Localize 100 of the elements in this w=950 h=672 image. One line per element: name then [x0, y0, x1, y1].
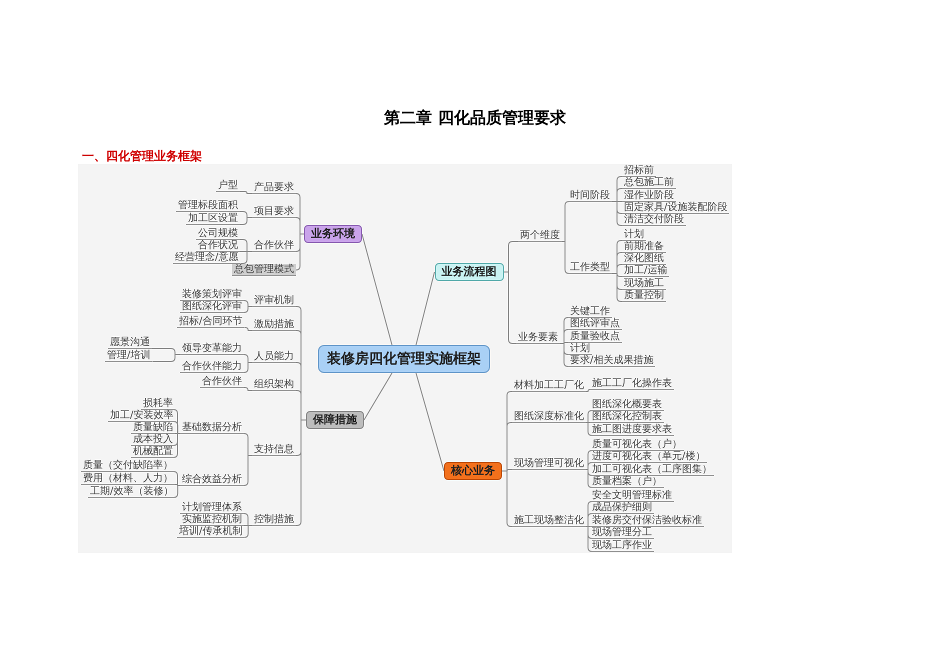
- topic-text: 前期准备: [622, 241, 666, 253]
- topic-text: 激励措施: [252, 319, 296, 331]
- topic-text: 组织架构: [252, 379, 296, 391]
- connector-line: [586, 469, 592, 488]
- topic-text: 计划: [622, 229, 646, 241]
- topic-text: 人员能力: [252, 351, 296, 363]
- topic-text: 计划: [568, 343, 592, 355]
- connector-line: [152, 354, 180, 362]
- connector-line: [612, 201, 622, 226]
- topic-text: 项目要求: [252, 206, 296, 218]
- topic-text: 招标前: [622, 165, 656, 177]
- topic-text: 现场施工: [622, 278, 666, 290]
- connector-line: [562, 201, 570, 242]
- topic-text: 支持信息: [252, 444, 296, 456]
- connector-line: [586, 422, 590, 423]
- topic-text: 费用（材料、人力）: [81, 473, 175, 485]
- connector-line: [296, 420, 306, 526]
- topic-text: 图纸评审点: [568, 318, 622, 330]
- connector-line: [174, 484, 180, 486]
- topic-text: 领导变革能力: [180, 343, 244, 355]
- topic-text: 机械配置: [131, 446, 175, 458]
- topic-text: 损耗率: [141, 398, 175, 410]
- topic-text: 加工可视化表（工序图集）: [590, 464, 714, 476]
- connector-line: [586, 513, 592, 527]
- connector-line: [244, 387, 252, 391]
- connector-line: [173, 433, 180, 458]
- connector-line: [240, 217, 252, 225]
- topic-text: 产品要求: [252, 182, 296, 194]
- connector-line: [612, 273, 622, 302]
- connector-line: [586, 389, 590, 392]
- connector-line: [244, 327, 252, 331]
- topic-text: 质量可视化表（户）: [590, 439, 684, 451]
- topic-text: 质量（交付缺陷率）: [81, 460, 175, 472]
- connector-line: [244, 306, 252, 313]
- topic-text: 施工现场整洁化: [512, 515, 586, 527]
- connector-line: [173, 421, 180, 434]
- topic-text: 装修房交付保洁验收标准: [590, 515, 704, 527]
- topic-text: 合作伙伴: [252, 240, 296, 252]
- topic-text: 材料加工工厂化: [512, 380, 586, 392]
- topic-text: 管理标段面积: [176, 200, 240, 212]
- connector-line: [502, 470, 512, 527]
- topic-text: 要求/相关成果措施: [568, 355, 656, 367]
- connector-line: [416, 272, 435, 346]
- topic-text: 评审机制: [252, 295, 296, 307]
- topic-text: 合作伙伴能力: [180, 361, 244, 373]
- topic-text: 成品保护细则: [590, 502, 654, 514]
- topic-text: 经营理念/意愿: [173, 252, 240, 264]
- topic-box: 总包管理模式: [232, 264, 296, 276]
- connector-line: [586, 462, 592, 470]
- topic-text: 管理/培训: [105, 350, 152, 362]
- topic-text: 愿景沟通: [108, 337, 152, 349]
- topic-text: 现场工序作业: [590, 540, 654, 552]
- topic-text: 合作状况: [196, 240, 240, 252]
- topic-text: 质量档案（户）: [590, 476, 664, 488]
- connector-line: [240, 191, 252, 194]
- connector-line: [562, 241, 570, 274]
- topic-text: 图纸深化评审: [180, 301, 244, 313]
- topic-text: 户型: [216, 180, 240, 192]
- mindmap-root-box: 装修房四化管理实施框架: [318, 345, 490, 373]
- topic-text: 现场管理分工: [590, 527, 654, 539]
- topic-text: 综合效益分析: [180, 474, 244, 486]
- topic-text: 公司规模: [196, 228, 240, 240]
- connector-line: [503, 272, 516, 344]
- topic-text: 加工区设置: [186, 213, 240, 225]
- topic-text: 成本投入: [131, 434, 175, 446]
- topic-text: 现场管理可视化: [512, 458, 586, 470]
- page-title: 第二章 四化品质管理要求: [383, 108, 567, 129]
- topic-text: 质量缺陷: [131, 422, 175, 434]
- topic-text: 业务要素: [516, 332, 560, 344]
- topic-text: 加工/运输: [622, 265, 670, 277]
- topic-text: 图纸深度标准化: [512, 411, 586, 423]
- topic-text: 质量控制: [622, 290, 666, 302]
- connector-line: [173, 485, 180, 498]
- topic-text: 关键工作: [568, 306, 612, 318]
- connector-line: [416, 372, 444, 472]
- topic-text: 进度可视化表（单元/楼）: [590, 451, 708, 463]
- connector-line: [586, 526, 590, 527]
- connector-line: [586, 422, 592, 436]
- connector-line: [364, 372, 392, 420]
- topic-text: 总包施工前: [622, 177, 676, 189]
- connector-line: [240, 251, 252, 264]
- topic-text: 施工图进度要求表: [590, 424, 674, 436]
- topic-text: 加工/安装效率: [108, 410, 176, 422]
- branch-box: 业务环境: [304, 225, 362, 243]
- topic-text: 深化图纸: [622, 253, 666, 265]
- section-heading: 一、四化管理业务框架: [82, 148, 202, 165]
- topic-text: 培训/传承机制: [177, 526, 244, 538]
- topic-text: 图纸深化概要表: [590, 399, 664, 411]
- topic-text: 施工工厂化操作表: [590, 378, 674, 390]
- topic-text: 合作伙伴: [200, 376, 244, 388]
- topic-text: 装修策划评审: [180, 289, 244, 301]
- topic-text: 工作类型: [568, 262, 612, 274]
- topic-text: 湿作业阶段: [622, 190, 676, 202]
- connector-line: [586, 410, 592, 423]
- topic-text: 安全文明管理标准: [590, 490, 674, 502]
- topic-text: 固定家具/设施装配阶段: [622, 202, 730, 214]
- topic-text: 质量验收点: [568, 331, 622, 343]
- topic-text: 计划管理体系: [180, 502, 244, 514]
- connector-line: [362, 234, 392, 346]
- branch-box: 业务流程图: [434, 263, 504, 281]
